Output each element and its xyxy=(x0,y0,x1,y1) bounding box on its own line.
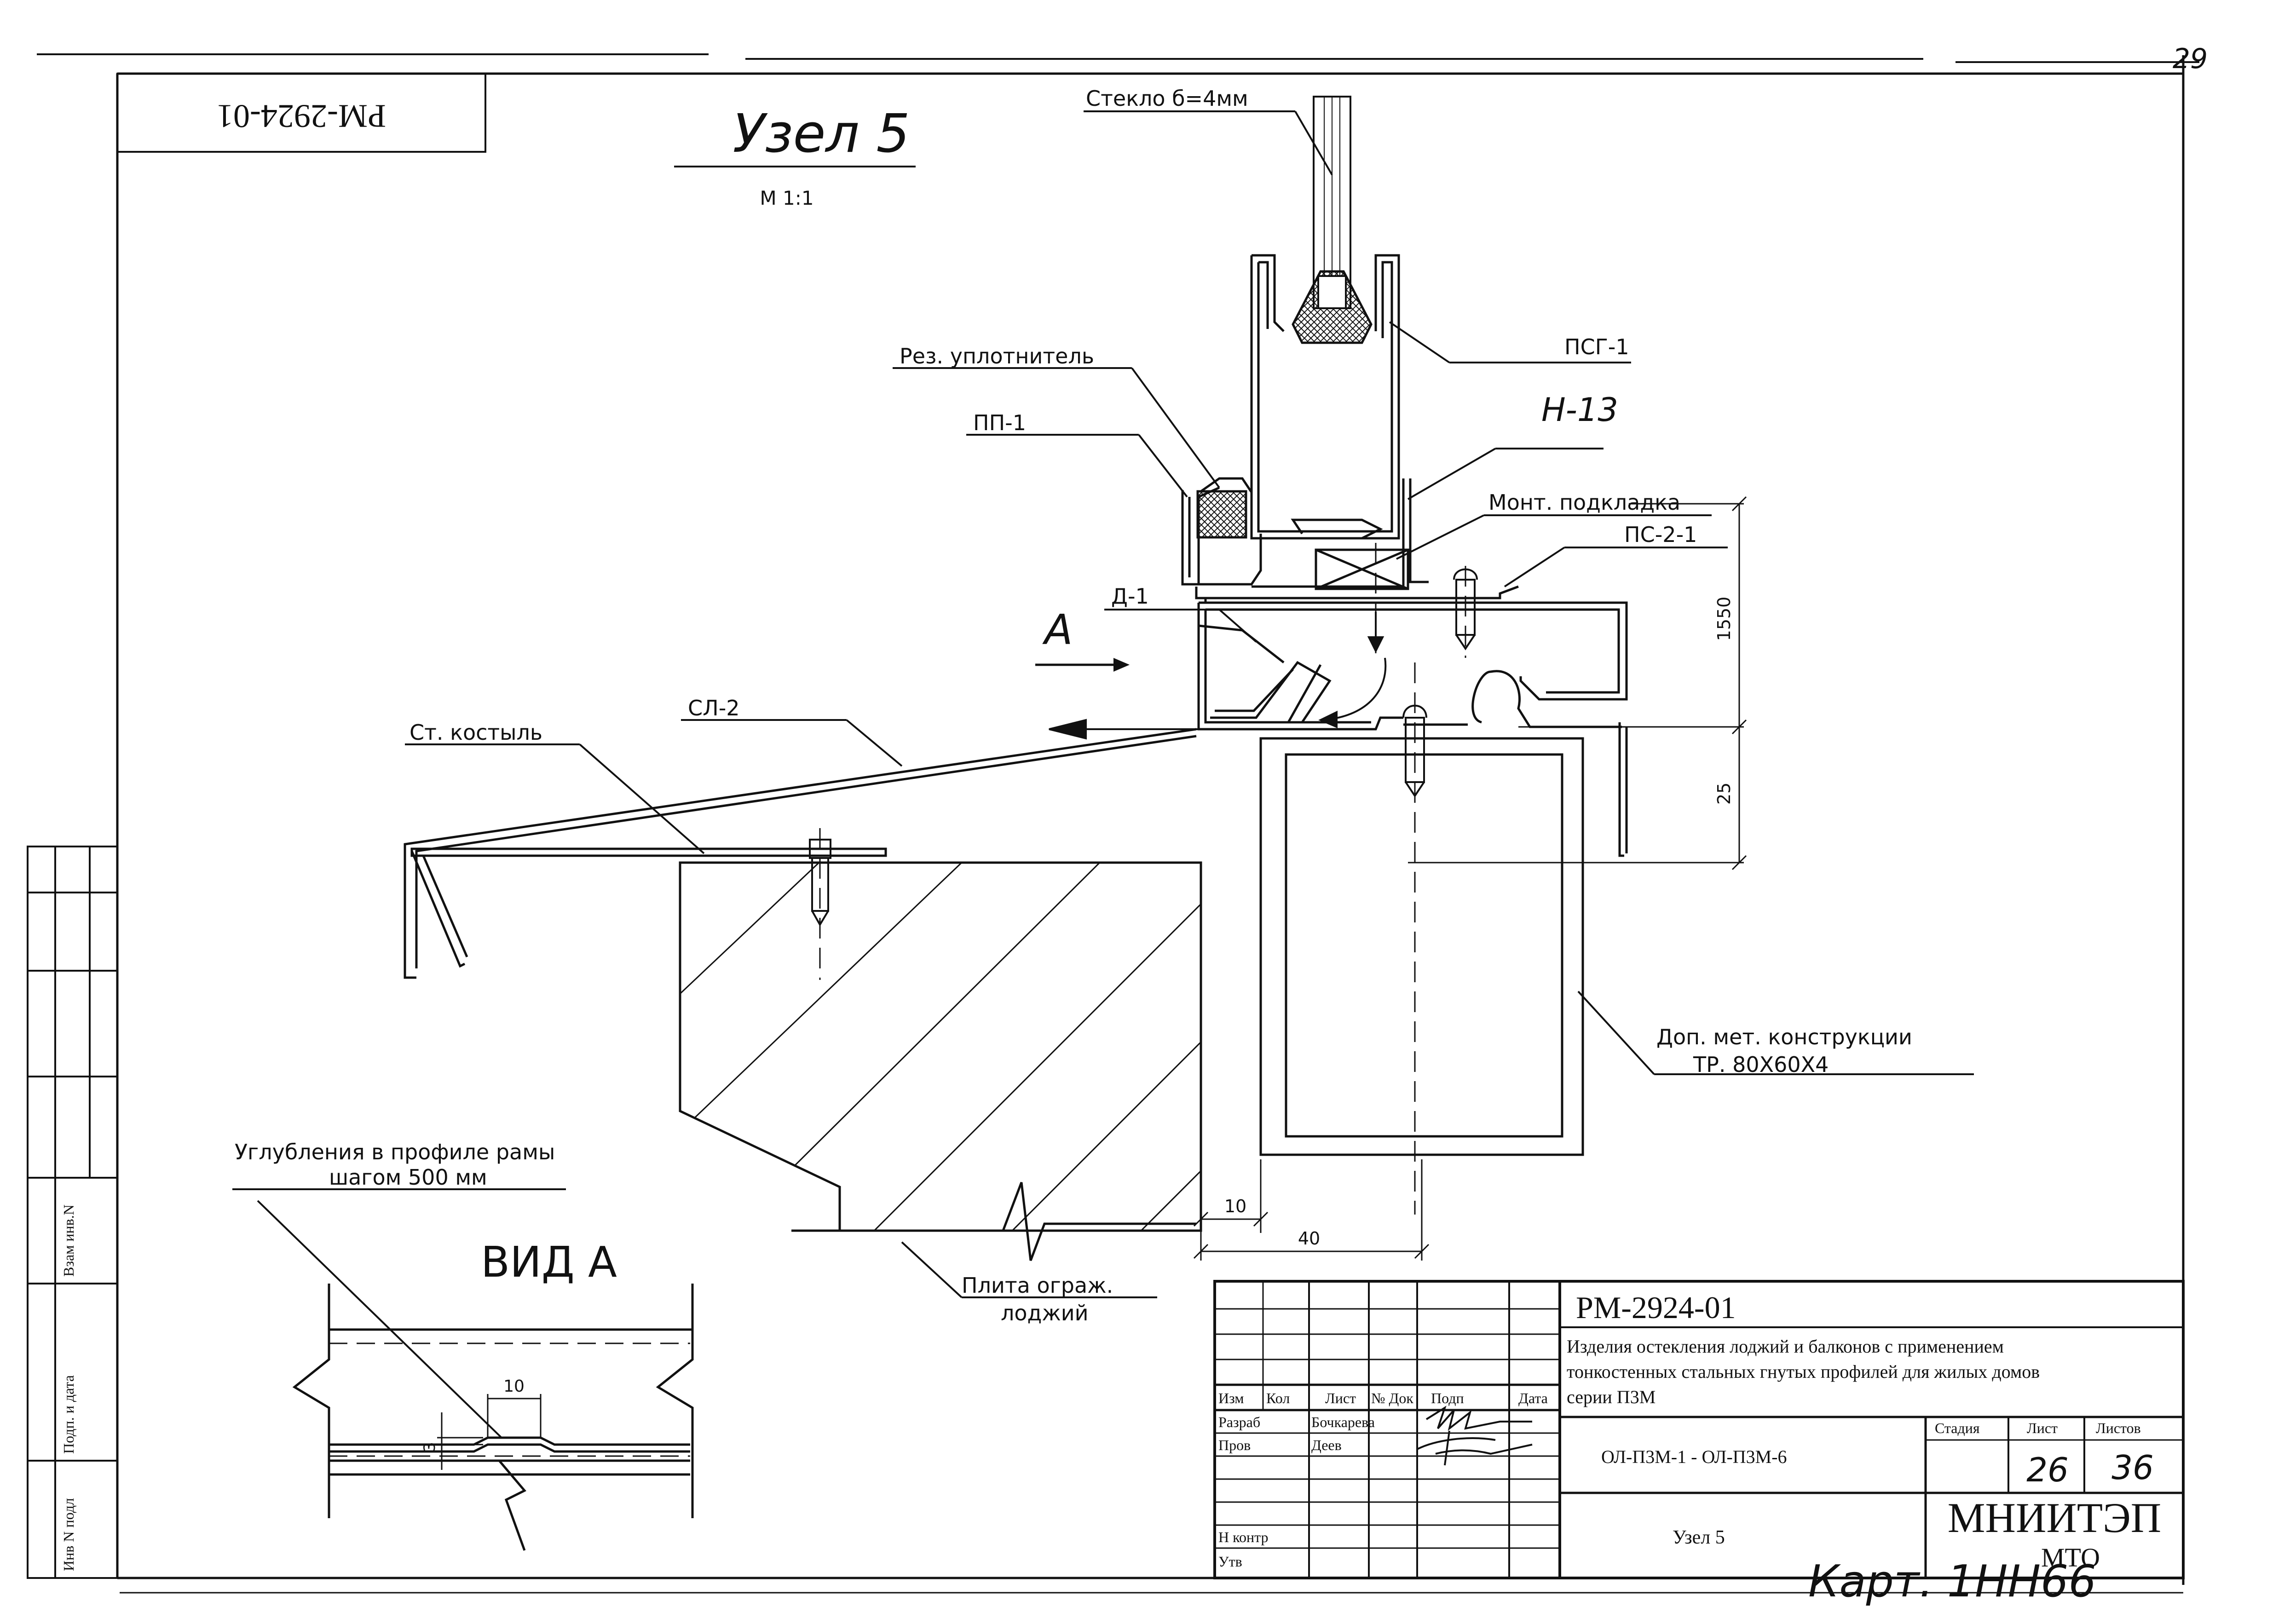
mount-pad xyxy=(1315,548,1409,590)
sheet-label: Лист xyxy=(2027,1420,2058,1436)
sill-cap-sl2 xyxy=(404,728,1197,979)
left-strip-sign-date: Подп. и дата xyxy=(60,1375,77,1454)
concrete-slab xyxy=(679,861,1202,1261)
label-pp: ПП-1 xyxy=(973,410,1026,435)
code-stamp-box: РМ-2924-01 xyxy=(116,73,486,153)
left-side-strip xyxy=(27,846,118,1579)
title-sheet-name: Узел 5 xyxy=(1673,1527,1725,1548)
view-a-dash-lines xyxy=(329,1342,690,1457)
detail-title: Узел 5 xyxy=(733,103,910,165)
label-n13: Н-13 xyxy=(1541,391,1618,429)
label-glass: Стекло б=4мм xyxy=(1086,86,1248,111)
row-role: Пров xyxy=(1218,1437,1251,1453)
label-extra-structure-2: ТР. 80Х60Х4 xyxy=(1693,1052,1829,1077)
view-a-drawing xyxy=(257,1200,694,1551)
label-mount-pad: Монт. подкладка xyxy=(1488,490,1680,515)
org-dept: МТО xyxy=(2041,1543,2100,1572)
label-rubber-seal: Рез. уплотнитель xyxy=(900,344,1094,369)
row-role: Н контр xyxy=(1218,1529,1269,1545)
handwritten-note: Карт. 1НН66 xyxy=(1808,1556,2096,1607)
title-doc-code: РМ-2924-01 xyxy=(1576,1290,1736,1325)
row-role: Разраб xyxy=(1218,1414,1260,1430)
title-desc-line2: тонкостенных стальных гнутых профилей дл… xyxy=(1567,1361,2040,1382)
center-lines xyxy=(819,543,1466,1215)
frame-profile-pp1 xyxy=(1181,477,1262,586)
stage-label: Стадия xyxy=(1935,1420,1980,1436)
title-sheets-value: 36 xyxy=(2111,1448,2154,1487)
glazing-gasket xyxy=(1292,270,1373,344)
col-doc: № Док xyxy=(1371,1390,1413,1406)
detail-scale: М 1:1 xyxy=(760,187,813,209)
title-block-grid xyxy=(1213,1280,2185,1579)
dim-40: 40 xyxy=(1298,1228,1320,1249)
dim-25: 25 xyxy=(1714,783,1734,805)
title-sheet-value: 26 xyxy=(2026,1451,2069,1489)
left-strip-inv-podl: Инв N подл xyxy=(60,1498,77,1571)
view-a-dim-3: 3 xyxy=(421,1442,439,1452)
label-d1: Д-1 xyxy=(1111,584,1149,609)
sash-profile-psg1 xyxy=(1250,254,1400,540)
screw-left xyxy=(809,839,831,927)
row-name: Бочкарева xyxy=(1311,1414,1375,1430)
code-stamp-rotated: РМ-2924-01 xyxy=(217,98,386,134)
label-extra-structure-1: Доп. мет. конструкции xyxy=(1656,1025,1912,1049)
col-kol: Кол xyxy=(1266,1390,1290,1406)
title-desc-line3: серии П3М xyxy=(1567,1387,1655,1407)
dim-10: 10 xyxy=(1224,1196,1246,1216)
label-recess-1: Углубления в профиле рамы xyxy=(235,1140,555,1164)
label-slab-2: лоджий xyxy=(1001,1301,1089,1325)
label-ps2: ПС-2-1 xyxy=(1624,522,1697,547)
title-series: ОЛ-П3М-1 - ОЛ-П3М-6 xyxy=(1601,1446,1787,1467)
view-a-title: ВИД А xyxy=(481,1238,617,1287)
leader-lines xyxy=(232,110,1974,1298)
view-a-dim-10: 10 xyxy=(503,1377,525,1396)
label-recess-2: шагом 500 мм xyxy=(329,1165,487,1190)
signature-developer xyxy=(1425,1405,1532,1431)
col-sign: Подп xyxy=(1431,1390,1464,1406)
label-slab-1: Плита ограж. xyxy=(962,1273,1113,1298)
page-number: 29 xyxy=(2173,43,2208,75)
connector-h13 xyxy=(1252,478,1429,588)
steel-bracket xyxy=(410,847,887,968)
drainage-arrows xyxy=(1049,612,1387,740)
dim-1550: 1550 xyxy=(1714,597,1734,641)
signature-checker xyxy=(1417,1430,1533,1466)
metal-tube xyxy=(1259,737,1584,1156)
row-role: Утв xyxy=(1218,1553,1242,1570)
view-direction-marker xyxy=(1035,658,1130,672)
dimension-lines xyxy=(1193,496,1747,1261)
left-strip-inv-zam: Взам инв.N xyxy=(60,1204,77,1277)
row-name: Деев xyxy=(1311,1437,1342,1453)
view-marker-letter: А xyxy=(1042,606,1073,654)
view-a-dimensions xyxy=(437,1394,542,1470)
col-izm: Изм xyxy=(1218,1390,1244,1406)
label-psg: ПСГ-1 xyxy=(1564,334,1629,359)
org-name: МНИИТЭП xyxy=(1948,1494,2162,1541)
label-sl2: СЛ-2 xyxy=(688,696,740,720)
title-desc-line1: Изделия остекления лоджий и балконов с п… xyxy=(1567,1336,2004,1357)
label-steel-bracket: Ст. костыль xyxy=(410,720,542,745)
sheets-label: Листов xyxy=(2096,1420,2141,1436)
col-list: Лист xyxy=(1325,1390,1356,1406)
col-date: Дата xyxy=(1518,1390,1548,1406)
